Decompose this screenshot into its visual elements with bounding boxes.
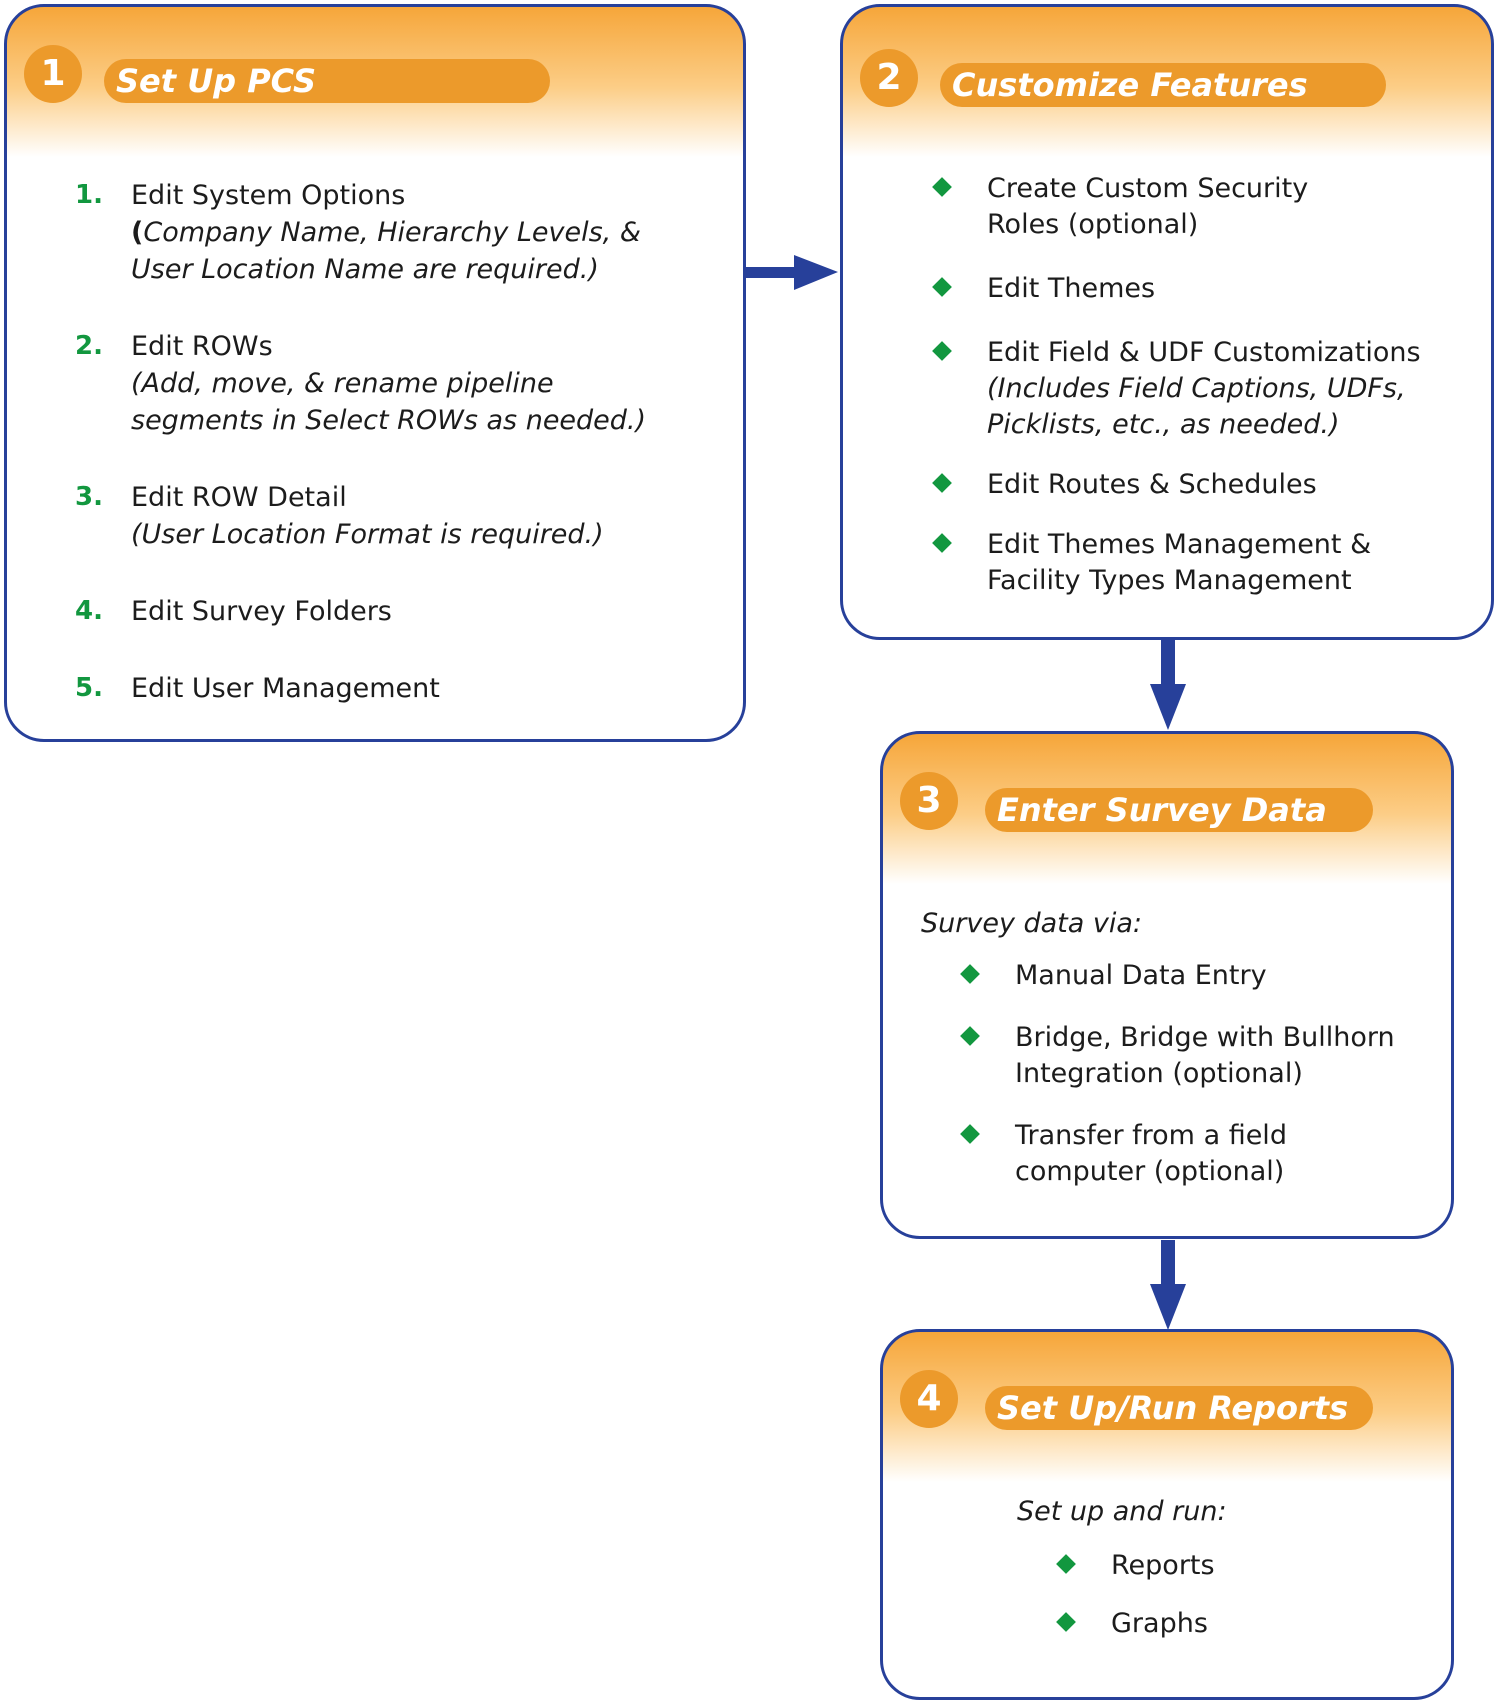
list-item-label: Edit Survey Folders bbox=[131, 596, 392, 627]
list-number: 2. bbox=[75, 331, 103, 361]
green-diamond-bullet-icon bbox=[932, 473, 952, 493]
step-1-number-badge: 1 bbox=[24, 45, 82, 103]
step-2-number-badge: 2 bbox=[860, 49, 918, 107]
step-1-panel: 1 Set Up PCS 1. Edit System Options (Com… bbox=[4, 4, 746, 742]
step-3-number-badge: 3 bbox=[900, 772, 958, 830]
list-item-note: (Company Name, Hierarchy Levels, & User … bbox=[131, 214, 651, 288]
green-diamond-bullet-icon bbox=[960, 1124, 980, 1144]
green-diamond-bullet-icon bbox=[960, 964, 980, 984]
list-item-label: Edit System Options bbox=[131, 180, 406, 211]
step-4-number-badge: 4 bbox=[900, 1370, 958, 1428]
list-item-label: Transfer from a field computer (optional… bbox=[1015, 1120, 1287, 1187]
green-diamond-bullet-icon bbox=[932, 277, 952, 297]
list-item-note-prefix: ( bbox=[131, 217, 144, 248]
step-2-panel: 2 Customize Features Create Custom Secur… bbox=[840, 4, 1494, 640]
list-item-label: Edit Field & UDF Customizations bbox=[987, 337, 1421, 368]
step-4-panel: 4 Set Up/Run Reports Set up and run: Rep… bbox=[880, 1329, 1454, 1700]
green-diamond-bullet-icon bbox=[932, 533, 952, 553]
list-item: Graphs bbox=[1047, 1606, 1347, 1642]
list-number: 4. bbox=[75, 596, 103, 626]
list-item: Edit Routes & Schedules bbox=[923, 467, 1423, 503]
list-item-label: Create Custom Security Roles (optional) bbox=[987, 173, 1309, 240]
step-3-list: Manual Data Entry Bridge, Bridge with Bu… bbox=[951, 958, 1401, 1190]
step-2-list: Create Custom Security Roles (optional) … bbox=[923, 171, 1423, 599]
list-number: 1. bbox=[75, 180, 103, 210]
step-4-list: Reports Graphs bbox=[1047, 1548, 1347, 1642]
green-diamond-bullet-icon bbox=[932, 341, 952, 361]
green-diamond-bullet-icon bbox=[932, 177, 952, 197]
green-diamond-bullet-icon bbox=[960, 1026, 980, 1046]
list-item: Edit Themes bbox=[923, 271, 1423, 307]
list-item-label: Edit Themes bbox=[987, 273, 1156, 304]
list-item: Manual Data Entry bbox=[951, 958, 1401, 994]
list-item-note-text: Company Name, Hierarchy Levels, & User L… bbox=[131, 217, 641, 285]
green-diamond-bullet-icon bbox=[1056, 1612, 1076, 1632]
list-item: Reports bbox=[1047, 1548, 1347, 1584]
step-1-list: 1. Edit System Options (Company Name, Hi… bbox=[75, 177, 651, 707]
list-item-label: Graphs bbox=[1111, 1608, 1208, 1639]
list-item-label: Bridge, Bridge with Bullhorn Integration… bbox=[1015, 1022, 1395, 1089]
step-2-title: Customize Features bbox=[940, 63, 1386, 107]
list-item: 1. Edit System Options (Company Name, Hi… bbox=[75, 177, 651, 288]
step-3-title: Enter Survey Data bbox=[985, 788, 1373, 832]
list-item: Transfer from a field computer (optional… bbox=[951, 1118, 1401, 1190]
list-item-label: Edit User Management bbox=[131, 673, 440, 704]
list-item-note: (Includes Field Captions, UDFs, Picklist… bbox=[987, 373, 1406, 440]
step-4-title: Set Up/Run Reports bbox=[985, 1386, 1373, 1430]
list-item: 4. Edit Survey Folders bbox=[75, 593, 651, 630]
list-item: 2. Edit ROWs (Add, move, & rename pipeli… bbox=[75, 328, 651, 439]
list-item-label: Edit Routes & Schedules bbox=[987, 469, 1317, 500]
step-3-lead-text: Survey data via: bbox=[921, 908, 1143, 939]
list-number: 3. bbox=[75, 482, 103, 512]
step-4-lead-text: Set up and run: bbox=[1017, 1496, 1227, 1527]
list-item-note: (Add, move, & rename pipeline segments i… bbox=[131, 368, 647, 436]
arrow-1-to-2 bbox=[746, 255, 838, 290]
list-item: 5. Edit User Management bbox=[75, 670, 651, 707]
list-number: 5. bbox=[75, 673, 103, 703]
list-item: Bridge, Bridge with Bullhorn Integration… bbox=[951, 1020, 1401, 1092]
list-item: 3. Edit ROW Detail (User Location Format… bbox=[75, 479, 651, 553]
list-item: Edit Themes Management & Facility Types … bbox=[923, 527, 1423, 599]
list-item-label: Edit ROWs bbox=[131, 331, 273, 362]
list-item-note: (User Location Format is required.) bbox=[131, 519, 604, 550]
list-item-label: Edit Themes Management & Facility Types … bbox=[987, 529, 1372, 596]
list-item: Edit Field & UDF Customizations (Include… bbox=[923, 335, 1423, 443]
list-item-label: Manual Data Entry bbox=[1015, 960, 1267, 991]
arrow-2-to-3 bbox=[1150, 640, 1186, 730]
list-item: Create Custom Security Roles (optional) bbox=[923, 171, 1423, 243]
list-item-label: Edit ROW Detail bbox=[131, 482, 347, 513]
list-item-label: Reports bbox=[1111, 1550, 1215, 1581]
step-3-panel: 3 Enter Survey Data Survey data via: Man… bbox=[880, 731, 1454, 1239]
step-1-title: Set Up PCS bbox=[104, 59, 550, 103]
green-diamond-bullet-icon bbox=[1056, 1554, 1076, 1574]
arrow-3-to-4 bbox=[1150, 1240, 1186, 1330]
